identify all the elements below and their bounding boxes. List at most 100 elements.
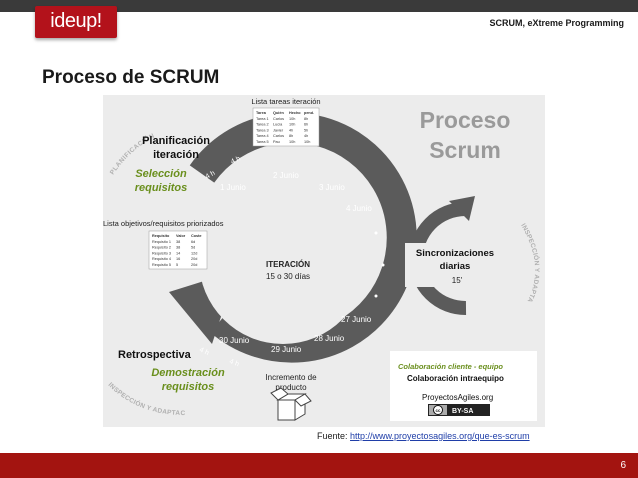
req-table-cell: Requisito 2	[152, 246, 171, 250]
box-icon	[270, 387, 312, 421]
date-2-junio: 2 Junio	[273, 171, 299, 180]
date-1-junio: 1 Junio	[220, 183, 246, 192]
hours-planning-2: 4 h	[205, 170, 217, 181]
requirements-list-title: Lista objetivos/requisitos priorizados	[103, 219, 224, 228]
task-table-cell: Tarea 4	[256, 134, 269, 138]
req-table-cell: 38	[176, 246, 180, 250]
collaboration-line-2: Colaboración intraequipo	[407, 374, 504, 383]
req-table-cell: 20d	[191, 263, 197, 267]
iteration-center	[199, 176, 367, 344]
task-table-cell: 4h	[304, 134, 308, 138]
diagram-heading-1: Proceso	[420, 107, 511, 133]
task-table-cell: Carlos	[273, 134, 284, 138]
task-table-header-cell: pend.	[304, 111, 314, 115]
req-table-cell: Requisito 4	[152, 257, 171, 261]
req-table-cell: Requisito 5	[152, 263, 171, 267]
date-28-junio: 28 Junio	[314, 334, 345, 343]
cycle-dot	[381, 263, 385, 267]
task-table-cell: Tarea 1	[256, 117, 269, 121]
increment-label-2: producto	[275, 383, 307, 392]
proyectosagiles-brand: ProyectosAgiles.org	[422, 393, 493, 402]
req-table-cell: 5	[176, 263, 178, 267]
ideup-logo: ideup!	[35, 6, 117, 38]
task-table-cell: 10h	[304, 140, 310, 144]
task-table-cell: Javier	[273, 128, 284, 132]
selection-label-1: Selección	[135, 168, 187, 180]
task-table-header-cell: Hecho	[289, 111, 301, 115]
req-table-cell: 38	[176, 240, 180, 244]
license-text: BY-SA	[452, 408, 473, 415]
slide-number: 6	[620, 460, 626, 471]
task-table-cell: 8h	[304, 117, 308, 121]
sync-label-1: Sincronizaciones	[416, 248, 494, 259]
req-table-cell: Requisito 1	[152, 240, 171, 244]
task-table-header-cell: Tarea	[256, 111, 267, 115]
hours-retrospective: 4 h	[198, 346, 210, 357]
sync-label-2: diarias	[440, 261, 471, 272]
task-table-cell: Tarea 3	[256, 128, 269, 132]
date-29-junio: 29 Junio	[271, 345, 302, 354]
task-table-cell: Pau	[273, 140, 280, 144]
scrum-process-diagram: Proceso Scrum PLANIFICACIÓN INSPECCIÓN Y…	[103, 95, 545, 427]
task-table-cell: 10h	[289, 117, 295, 121]
date-27-junio: 27 Junio	[341, 315, 372, 324]
iteration-duration: 15 o 30 días	[266, 272, 310, 281]
planning-label-1: Planificación	[142, 135, 210, 147]
req-table-header-cell: Requisito	[152, 234, 170, 238]
task-table-cell: 5h	[304, 128, 308, 132]
demo-label-1: Demostración	[151, 367, 225, 379]
task-table-cell: Lucía	[273, 123, 283, 127]
diagram-heading-2: Scrum	[429, 137, 501, 163]
date-3-junio: 3 Junio	[319, 183, 345, 192]
task-table-header-cell: Quién	[273, 111, 284, 115]
hours-demo: 4 h	[228, 358, 240, 368]
source-credit: Fuente: http://www.proyectosagiles.org/q…	[317, 431, 530, 441]
task-table-cell: Carlos	[273, 117, 284, 121]
cycle-dot	[374, 294, 378, 298]
req-table-header-cell: Valor	[176, 234, 186, 238]
footer-bar: 6	[0, 453, 638, 478]
planning-label-2: iteración	[153, 149, 199, 161]
req-table-header-cell: Coste	[191, 234, 202, 238]
task-list-title: Lista tareas iteración	[251, 97, 320, 106]
cc-icon-text: cc	[435, 408, 441, 413]
requirements-table	[148, 230, 208, 270]
cycle-dot	[374, 231, 378, 235]
date-4-junio: 4 Junio	[346, 204, 372, 213]
demo-label-2: requisitos	[162, 381, 215, 393]
hours-planning-1: 4 h	[230, 155, 242, 166]
top-bar	[0, 0, 638, 12]
date-30-junio: 30 Junio	[219, 336, 250, 345]
req-table-cell: 14	[176, 251, 180, 255]
source-link[interactable]: http://www.proyectosagiles.org/que-es-sc…	[350, 431, 530, 441]
req-table-cell: Requisito 3	[152, 251, 171, 255]
daily-sync-arrowhead	[449, 196, 475, 221]
presentation-title: SCRUM, eXtreme Programming	[489, 18, 624, 28]
retrospective-label: Retrospectiva	[118, 349, 192, 361]
req-table-cell: 5d	[191, 246, 195, 250]
task-table-cell: 10h	[289, 140, 295, 144]
iteration-title: ITERACIÓN	[266, 260, 310, 269]
sync-label-bg	[405, 243, 507, 287]
slide-title: Proceso de SCRUM	[42, 67, 220, 88]
task-table-cell: 4h	[289, 128, 293, 132]
task-table-cell: 8h	[289, 134, 293, 138]
task-table-cell: Tarea 2	[256, 123, 269, 127]
req-table-cell: 16	[176, 257, 180, 261]
collaboration-line-1: Colaboración cliente - equipo	[398, 362, 503, 371]
task-table-cell: Tarea 5	[256, 140, 269, 144]
task-table-cell: 6h	[304, 123, 308, 127]
req-table-cell: 20d	[191, 257, 197, 261]
req-table-cell: 12d	[191, 251, 197, 255]
source-prefix: Fuente:	[317, 431, 351, 441]
task-table	[252, 107, 320, 147]
increment-label-1: Incremento de	[265, 373, 317, 382]
cc-icon	[433, 405, 443, 415]
sync-duration: 15'	[452, 276, 463, 285]
task-table-cell: 10h	[289, 123, 295, 127]
logo-text: ideup!	[50, 10, 102, 32]
selection-label-2: requisitos	[135, 182, 188, 194]
req-table-cell: 6d	[191, 240, 195, 244]
